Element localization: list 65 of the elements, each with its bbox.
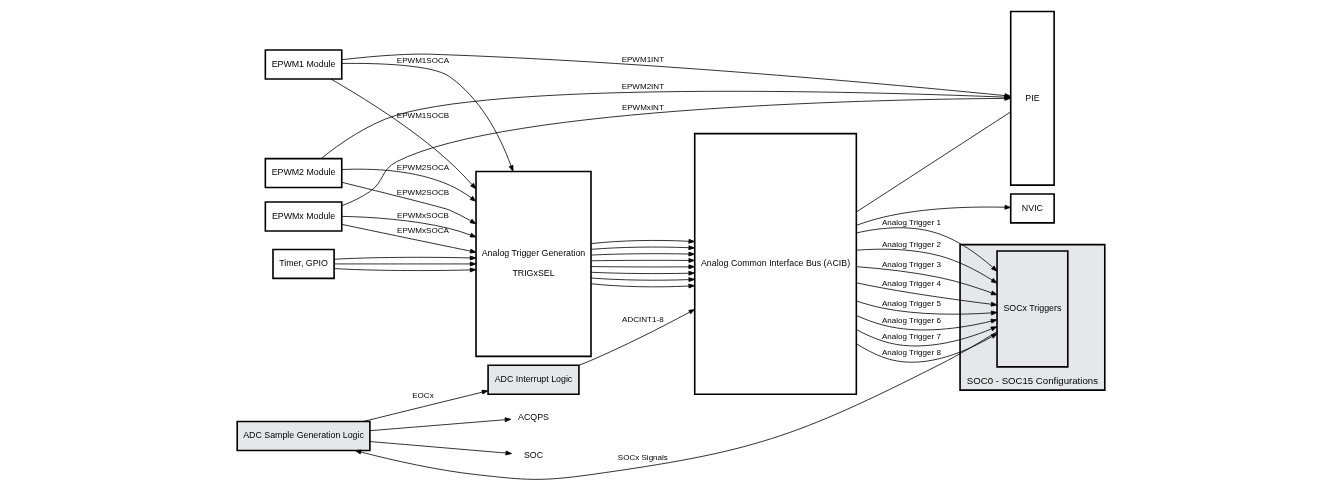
edge-label: EPWM2SOCB [396,187,449,197]
node-text: ACQPS [517,411,549,422]
edge-label: EPWMxINT [621,102,664,112]
arrow [362,389,488,422]
arrow [855,204,1011,226]
edge-label: Analog Trigger 2 [881,240,941,250]
edge-label: Analog Trigger 7 [881,331,941,341]
arrow [333,261,476,267]
arrow [855,333,997,363]
arrow [578,309,695,366]
node-box: Timer, GPIO [271,248,335,280]
edge-label: Analog Trigger 4 [881,278,941,288]
edge-label: Analog Trigger 1 [881,218,941,228]
arrow [590,283,695,289]
edge-label: EPWM2SOCA [396,162,449,172]
node-box: ADC Interrupt Logic [486,364,580,395]
connector [855,111,1011,213]
node-box: Analog Common Interface Bus (ACIB) [693,132,857,395]
node-box: EPWMx Module [264,201,343,232]
arrow [590,238,695,244]
arrow [340,223,476,254]
arrow [330,78,476,190]
edge-label: EOCx [411,391,434,401]
arrow [855,326,997,347]
node-box: PIE [1009,10,1055,186]
node-box: Analog Trigger Generation TRIGxSEL [474,170,592,358]
arrow [590,258,695,263]
node-box: NVIC [1009,193,1055,224]
node-box: SOCx Triggers [995,250,1069,368]
arrow [340,181,476,225]
arrow [855,282,997,307]
arrow [590,264,695,270]
edge-label: SOCx Signals [617,453,668,463]
arrow [340,215,476,238]
arrow [855,266,997,296]
arrow [333,255,476,261]
edge-label: EPWM2INT [621,82,664,92]
arrow [590,251,695,257]
edge-label: EPWMxSOCB [396,211,449,221]
arrow [855,248,997,284]
arrow [369,417,511,432]
arrow [369,441,512,456]
edge-label: EPWM1SOCB [396,111,449,121]
edge-label: Analog Trigger 5 [881,298,941,308]
node-box: ADC Sample Generation Logic [235,420,371,452]
arrow [341,62,513,172]
arrow [855,315,997,331]
node-box: EPWM1 Module [264,49,343,80]
edge-label: Analog Trigger 3 [881,260,941,270]
node-box: EPWM2 Module [264,157,343,189]
edge-label: Analog Trigger 8 [881,347,941,357]
arrow [590,245,695,251]
arrow [333,267,476,273]
arrow [340,168,476,202]
edge-label: EPWM1SOCA [396,55,449,65]
node-text: SOC [523,449,543,460]
edge-label: EPWM1INT [621,55,664,65]
edge-label: Analog Trigger 6 [881,315,941,325]
arrow [590,277,695,282]
arrow [354,331,997,480]
arrow [855,227,997,272]
edge-label: EPWMxSOCA [396,226,449,236]
arrow [590,270,695,276]
arrow [855,300,997,316]
edge-label: ADCINT1-8 [621,314,664,324]
